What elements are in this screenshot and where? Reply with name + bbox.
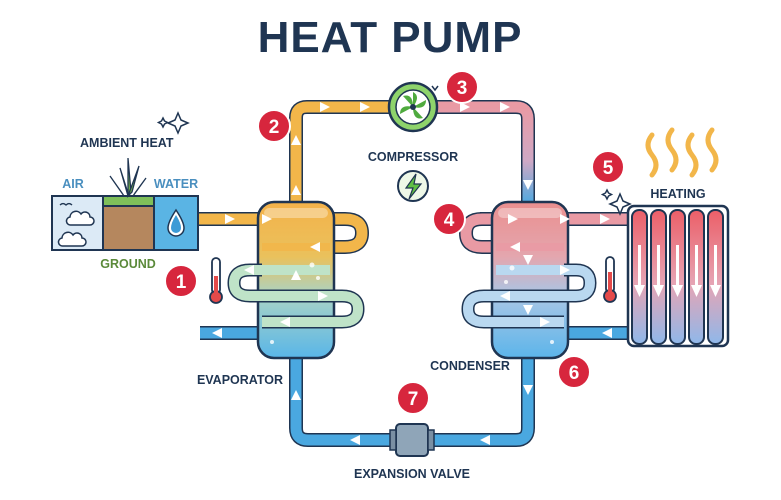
label-compressor: COMPRESSOR	[368, 150, 458, 164]
sparkle-icon	[600, 188, 632, 216]
label-water: WATER	[154, 177, 198, 191]
page-title: HEAT PUMP	[258, 13, 523, 62]
expansion-valve	[395, 423, 429, 457]
svg-text:1: 1	[176, 272, 187, 293]
step-badge-1: 1	[164, 264, 198, 298]
svg-text:7: 7	[408, 389, 419, 410]
thermometer-icon	[603, 256, 617, 303]
radiator	[626, 204, 730, 348]
step-badge-2: 2	[257, 109, 291, 143]
flow-arrows-main	[291, 102, 533, 445]
pipe-warm	[290, 101, 396, 216]
svg-text:4: 4	[444, 210, 455, 231]
label-heating: HEATING	[650, 187, 705, 201]
step-badge-3: 3	[445, 70, 479, 104]
label-condenser: CONDENSER	[430, 359, 510, 373]
flow-arrows-evaporator	[225, 214, 328, 327]
label-ambient-heat: AMBIENT HEAT	[80, 136, 174, 150]
label-evaporator: EVAPORATOR	[197, 373, 283, 387]
water-panel	[153, 195, 199, 251]
step-badge-7: 7	[396, 381, 430, 415]
svg-text:5: 5	[603, 158, 614, 179]
condenser	[490, 200, 570, 360]
label-ground: GROUND	[100, 257, 156, 271]
grass-icon	[109, 157, 147, 198]
compressor-fan-icon	[400, 92, 426, 119]
label-air: AIR	[62, 177, 84, 191]
label-expansion-valve: EXPANSION VALVE	[354, 467, 470, 481]
svg-text:2: 2	[269, 117, 280, 138]
bird-icon	[59, 202, 73, 206]
cloud-icon	[57, 210, 95, 247]
flow-arrows-condenser	[500, 214, 612, 338]
lightning-icon	[404, 173, 423, 200]
thermometer-icon	[209, 257, 223, 304]
step-badge-4: 4	[432, 202, 466, 236]
pipe-hot	[430, 101, 534, 211]
step-badge-5: 5	[591, 150, 625, 184]
step-badge-6: 6	[557, 355, 591, 389]
heat-waves-icon	[645, 127, 719, 178]
svg-text:6: 6	[569, 363, 580, 384]
svg-text:3: 3	[457, 78, 468, 99]
sparkle-icon	[156, 111, 190, 135]
